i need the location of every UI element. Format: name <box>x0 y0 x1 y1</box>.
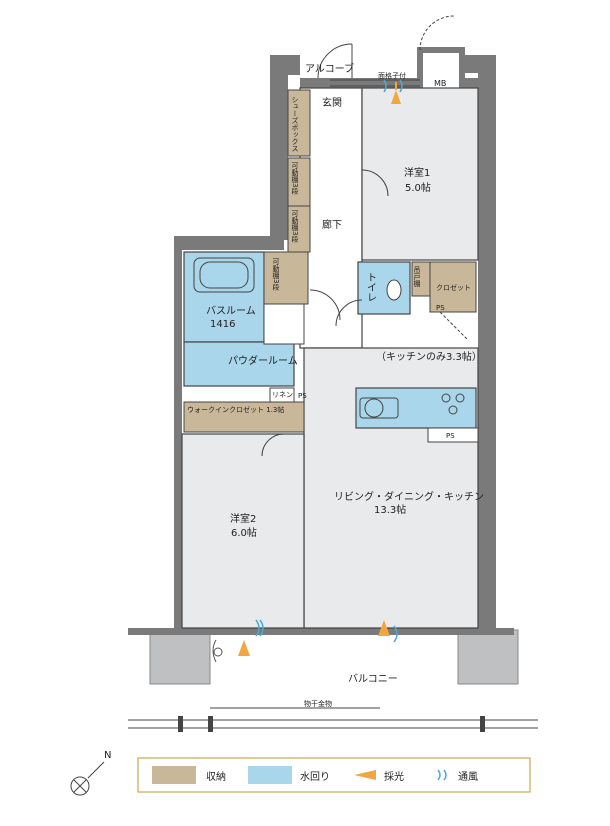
label-meter-box: MB <box>434 79 446 88</box>
compass-north-label: N <box>104 750 111 761</box>
vent-arrows <box>255 79 403 643</box>
label-closet: クロゼット <box>436 283 471 292</box>
fixtures <box>193 257 465 663</box>
balcony-rail <box>128 707 538 732</box>
label-drying-hardware: 物干金物 <box>304 699 332 708</box>
label-western2-name: 洋室2 <box>230 512 256 525</box>
label-bathroom-name: バスルーム <box>206 305 256 317</box>
label-powder-room: パウダールーム <box>228 354 298 367</box>
label-ps-kitchen: PS <box>446 432 455 440</box>
legend: 収納 水回り 採光 通風 <box>137 757 531 793</box>
legend-vent-label: 通風 <box>458 771 478 783</box>
legend-water-swatch <box>248 766 292 784</box>
light-arrow-bottom <box>238 620 390 656</box>
legend-vent-icon <box>437 769 447 781</box>
label-ldk-name: リビング・ダイニング・キッチン <box>334 490 484 503</box>
legend-light-arrow-icon <box>354 770 376 780</box>
storage-areas <box>183 89 477 433</box>
label-bathroom-size: 1416 <box>210 319 235 330</box>
label-shelf-a: 可動棚3段 <box>291 162 299 196</box>
legend-water-label: 水回り <box>300 771 330 783</box>
label-shelf-b: 可動棚3段 <box>291 210 299 244</box>
label-ps-closet: PS <box>436 304 445 312</box>
label-ps-powder: PS <box>298 392 307 400</box>
exterior-walls <box>128 47 519 685</box>
label-kitchen-note: （キッチンのみ3.3帖） <box>376 350 482 363</box>
label-entrance: 玄関 <box>322 96 342 109</box>
label-shelf-c: 可動棚3段 <box>272 258 280 292</box>
label-alcove: アルコーブ <box>305 62 354 75</box>
legend-light-label: 採光 <box>384 770 404 783</box>
label-ldk-size: 13.3帖 <box>374 503 406 516</box>
doors <box>261 15 469 457</box>
label-grille-window: 面格子付 <box>378 71 406 80</box>
label-toilet-storage: 吊戸棚 <box>413 266 421 288</box>
legend-storage-swatch <box>152 766 196 784</box>
label-shoe-box: シューズボックス <box>291 96 299 152</box>
light-arrow-top <box>391 82 401 104</box>
label-walkin-closet: ウォークインクロゼット 1.3帖 <box>187 405 284 414</box>
label-western2-size: 6.0帖 <box>231 526 257 539</box>
label-western1-size: 5.0帖 <box>405 181 431 194</box>
label-balcony: バルコニー <box>348 673 398 685</box>
label-corridor: 廊下 <box>322 218 342 231</box>
label-western1-name: 洋室1 <box>404 166 430 179</box>
label-linen: リネン <box>272 391 293 399</box>
legend-storage-label: 収納 <box>206 770 226 783</box>
label-toilet: トイレ <box>365 272 377 302</box>
compass: N <box>70 750 111 796</box>
